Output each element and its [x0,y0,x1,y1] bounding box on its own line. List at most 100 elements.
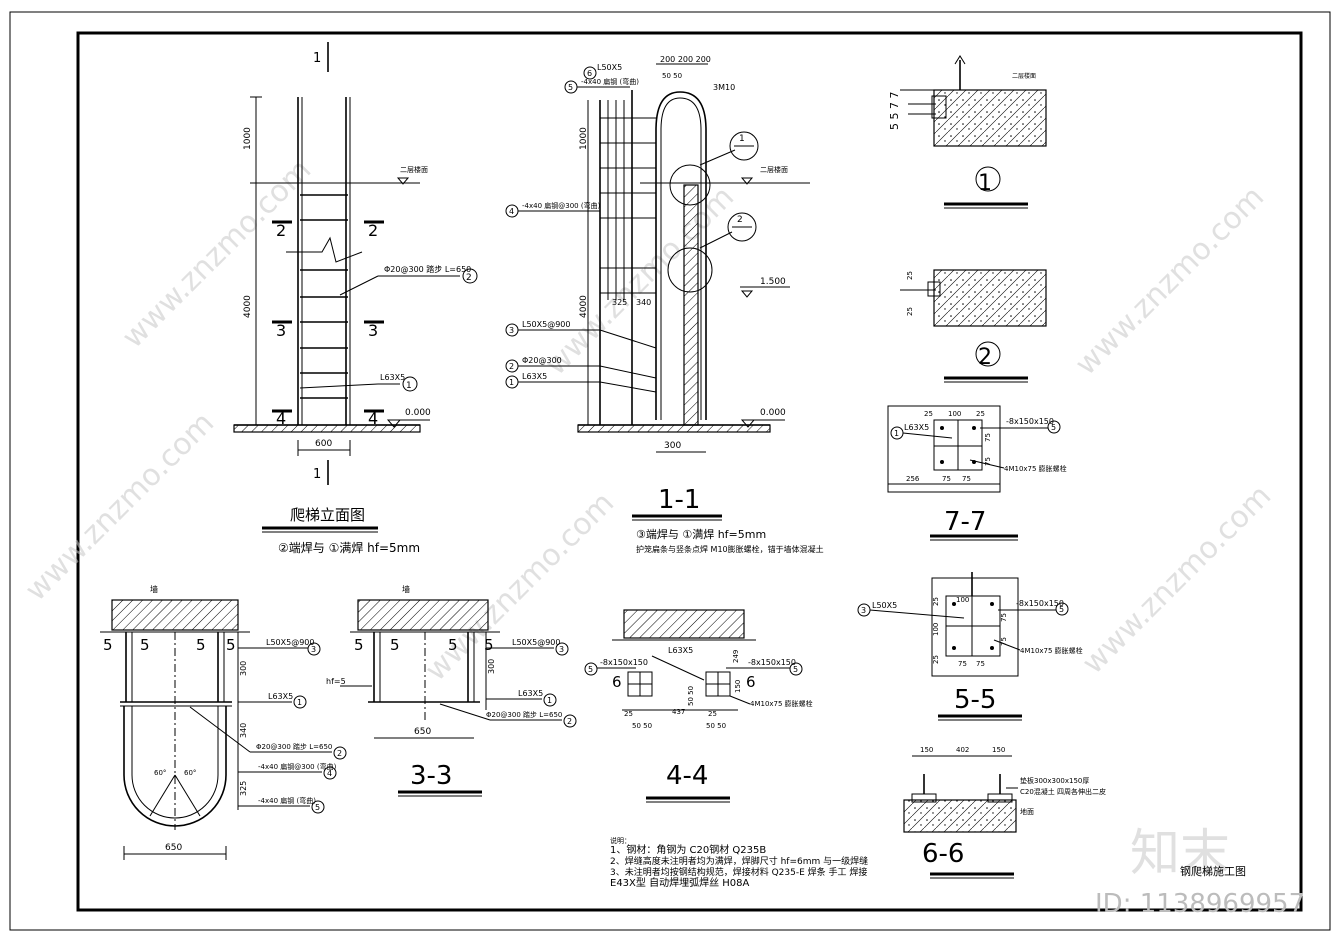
elevation-title: 爬梯立面图 [290,506,365,524]
section-6-6-title: 6-6 [922,839,964,869]
svg-text:L63X5: L63X5 [904,423,929,432]
svg-text:1: 1 [739,134,745,144]
svg-text:0.000: 0.000 [760,408,786,418]
general-notes: 说明： 1、钢材：角钢为 C20钢材 Q235B 2、焊缝高度未注明者均为满焊，… [610,836,868,889]
svg-text:墙: 墙 [402,584,410,594]
section-1-1: 200 200 200 50 50 3M10 L50X5 6 5 -4x40 扁… [505,55,824,554]
svg-text:-8x150x150: -8x150x150 [1016,599,1064,608]
svg-text:墙: 墙 [150,584,158,594]
svg-text:25: 25 [976,410,985,418]
svg-text:护笼扁条与竖条点焊 M10膨胀螺栓，锚于墙体混凝土: 护笼扁条与竖条点焊 M10膨胀螺栓，锚于墙体混凝土 [636,544,824,554]
svg-text:L50X5@900: L50X5@900 [512,638,560,647]
svg-text:www.znzmo.com: www.znzmo.com [418,485,621,688]
svg-text:L63X5: L63X5 [380,373,405,382]
detail-2: 25 25 2 [900,269,1047,383]
svg-text:L63X5: L63X5 [268,692,293,701]
svg-text:说明：: 说明： [610,836,631,845]
section-7-7: 25 100 25 1 L63X5 -8x150x150 5 75 75 4M1… [887,405,1067,541]
svg-text:100: 100 [956,596,969,604]
svg-text:-4x40 扁钢@300 (弯曲): -4x40 扁钢@300 (弯曲) [258,762,337,771]
section-3-3: 墙 5 5 5 5 hf=5 300 L50X5@900 3 L63X5 1 Φ… [326,584,577,797]
svg-text:402: 402 [956,746,969,754]
svg-text:100: 100 [932,623,940,636]
svg-text:5: 5 [226,636,236,654]
svg-text:3、未注明者均按钢结构规范，焊接材料 Q235-E 焊条: 3、未注明者均按钢结构规范，焊接材料 Q235-E 焊条 手工 焊接 [610,866,867,878]
svg-text:二层楼面: 二层楼面 [400,165,428,174]
svg-text:249: 249 [732,650,740,663]
svg-text:5: 5 [196,636,206,654]
svg-text:1.500: 1.500 [760,277,786,287]
svg-text:www.znzmo.com: www.znzmo.com [18,405,221,608]
sheet-title: 钢爬梯施工图 [1180,865,1246,878]
svg-text:L63X5: L63X5 [668,646,693,655]
svg-text:5: 5 [1059,605,1064,614]
elev-section-mark-top: 1 [313,51,321,66]
svg-text:25: 25 [906,271,914,280]
svg-text:2: 2 [737,215,743,225]
svg-text:3: 3 [861,606,866,615]
svg-text:150: 150 [992,746,1005,754]
svg-text:5: 5 [315,803,320,812]
svg-text:4: 4 [276,409,286,428]
svg-text:5: 5 [354,636,364,654]
svg-text:二层楼面: 二层楼面 [1012,72,1036,80]
svg-text:C20混凝土 四周各伸出二皮: C20混凝土 四周各伸出二皮 [1020,787,1106,796]
plan-view: 墙 5 5 5 5 60° 60° 300 340 325 L50X5@900 … [100,584,347,860]
svg-text:2: 2 [276,221,286,240]
section-5-5-title: 5-5 [954,685,996,715]
svg-text:50 50: 50 50 [632,722,652,730]
svg-text:E43X型 自动焊埋弧焊丝 H08A: E43X型 自动焊埋弧焊丝 H08A [610,876,749,889]
svg-text:4M10x75 膨胀螺栓: 4M10x75 膨胀螺栓 [750,699,813,708]
svg-text:地面: 地面 [1020,807,1034,816]
svg-text:150: 150 [734,680,742,693]
brand-logo: 知末 [1130,824,1230,882]
svg-text:2: 2 [466,273,472,283]
svg-text:4: 4 [368,409,378,428]
svg-text:5: 5 [448,636,458,654]
svg-text:5: 5 [140,636,150,654]
svg-text:25: 25 [708,710,717,718]
svg-text:1: 1 [509,378,514,387]
svg-text:-8x150x150: -8x150x150 [748,658,796,667]
svg-text:4M10x75 膨胀螺栓: 4M10x75 膨胀螺栓 [1004,464,1067,473]
svg-text:垫板300x300x150厚: 垫板300x300x150厚 [1020,776,1089,785]
section-5-5: 25 100 100 25 75 75 75 75 3 L50X5 -8x150… [857,572,1083,721]
svg-text:1: 1 [547,696,552,705]
section-6-6: 150 402 150 垫板300x300x150厚 C20混凝土 四周各伸出二… [903,746,1106,879]
svg-text:25: 25 [932,655,940,664]
elev-section-mark-bottom: 1 [313,467,321,482]
svg-text:L50X5@900: L50X5@900 [522,320,570,329]
svg-text:0.000: 0.000 [405,408,431,418]
svg-text:2: 2 [368,221,378,240]
svg-text:1: 1 [406,381,412,391]
section-3-3-title: 3-3 [410,761,452,791]
svg-text:75: 75 [984,457,992,466]
svg-text:Φ20@300 踏步 L=650: Φ20@300 踏步 L=650 [256,742,332,751]
svg-text:6: 6 [587,69,592,78]
svg-text:437: 437 [672,708,685,716]
elevation-view: 1 二层楼面 1000 4000 2 [233,42,478,555]
inner-frame [76,31,1303,912]
svg-text:50 50: 50 50 [706,722,726,730]
svg-text:L63X5: L63X5 [522,372,547,381]
svg-text:hf=5: hf=5 [326,677,346,686]
svg-text:150: 150 [920,746,933,754]
svg-text:3: 3 [368,321,378,340]
detail-1: 二层楼面 5 5 7 7 1 [888,55,1047,209]
rungs [300,194,348,399]
svg-text:3: 3 [509,326,514,335]
svg-text:75: 75 [942,475,951,483]
svg-text:75: 75 [1000,613,1008,622]
svg-text:25: 25 [932,597,940,606]
svg-text:1、钢材：角钢为 C20钢材 Q235B: 1、钢材：角钢为 C20钢材 Q235B [610,843,766,856]
svg-text:6: 6 [612,673,622,691]
section-4-4: L63X5 6 6 5 -8x150x150 5 -8x150x150 249 … [584,609,813,803]
svg-text:5: 5 [390,636,400,654]
image-id: ID: 1138969957 [1095,889,1305,919]
svg-text:5: 5 [568,83,573,92]
svg-text:4000: 4000 [243,295,253,318]
svg-text:1: 1 [297,698,302,707]
svg-text:60°: 60° [154,769,166,777]
svg-text:Φ20@300 踏步 L=650: Φ20@300 踏步 L=650 [384,264,471,274]
